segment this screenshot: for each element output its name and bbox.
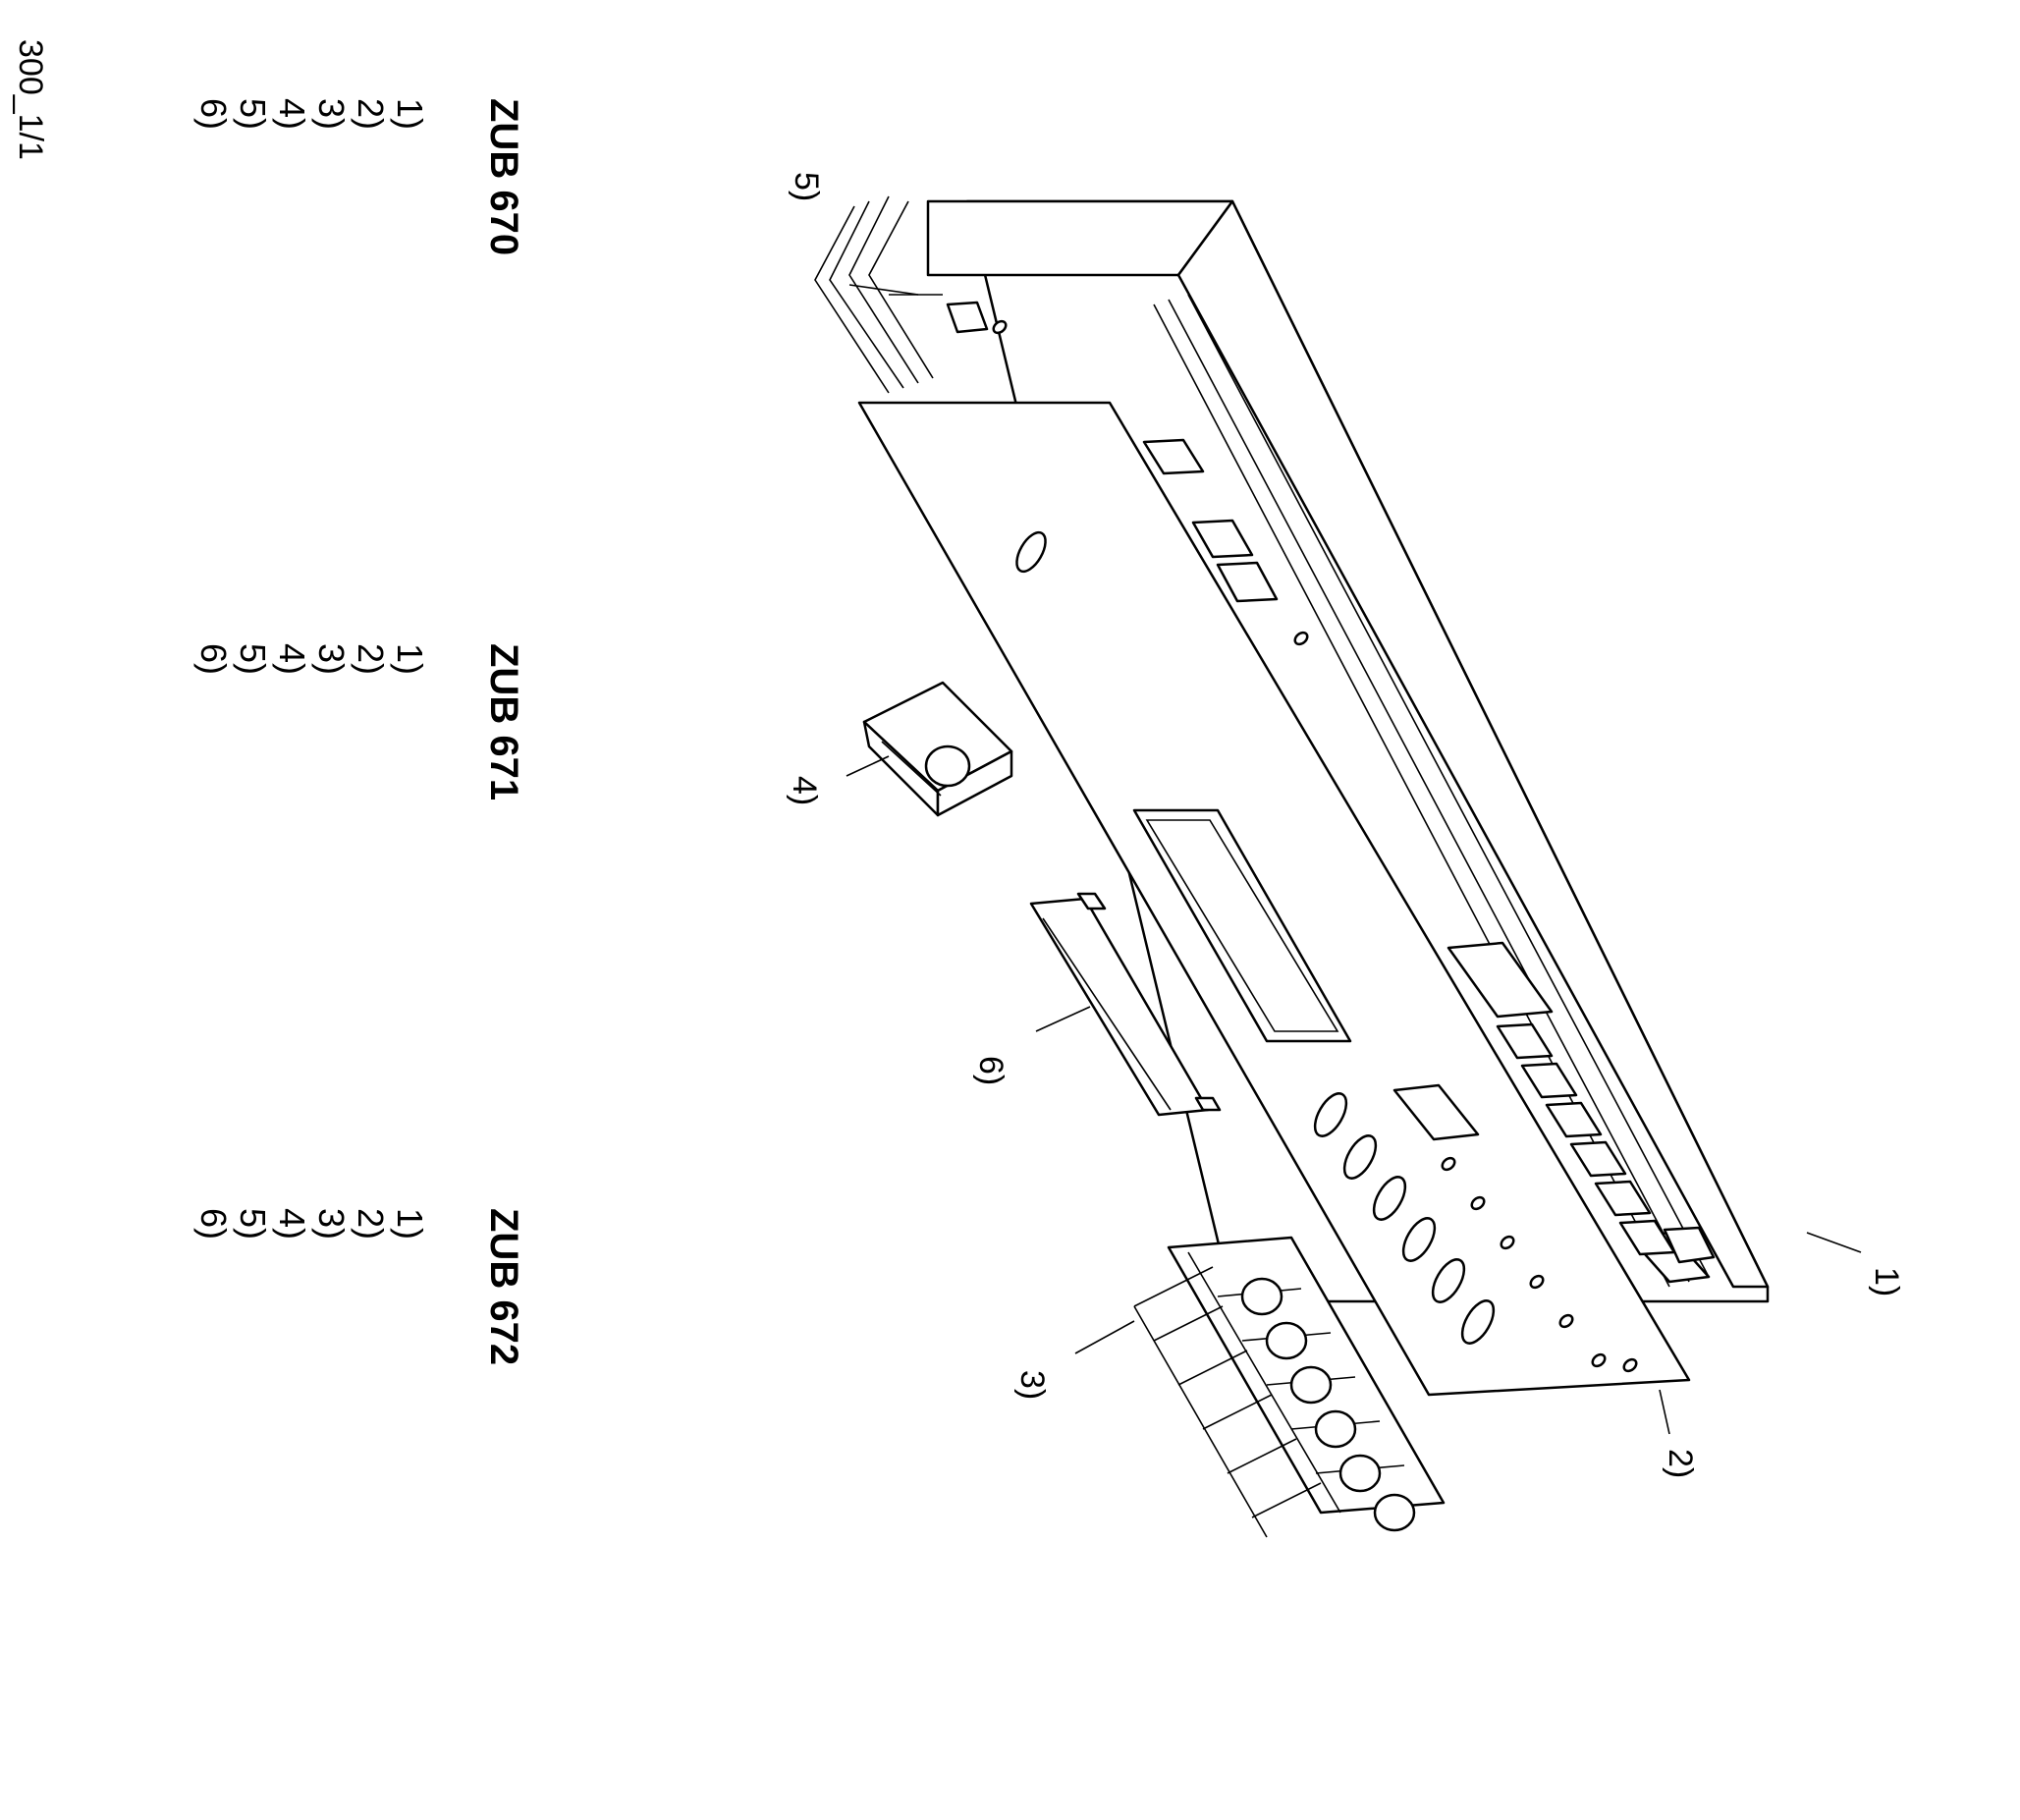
model-list-zub-671: ZUB 671 1) 2) 3) 4) 5) 6) <box>193 643 525 800</box>
callout-label-5: 5) <box>788 172 825 201</box>
list-item: 1) <box>390 643 430 675</box>
list-item: 5) <box>233 98 273 130</box>
callout-label-4: 4) <box>786 776 823 805</box>
list-item: 6) <box>193 643 234 675</box>
list-item: 2) <box>351 643 391 675</box>
callout-label-6: 6) <box>972 1056 1010 1085</box>
model-title: ZUB 672 <box>482 1208 525 1365</box>
list-item: 4) <box>272 643 312 675</box>
model-title: ZUB 670 <box>482 98 525 255</box>
callout-label-3: 3) <box>1013 1370 1051 1400</box>
part-5-plates <box>814 195 943 394</box>
list-item: 1) <box>390 98 430 130</box>
list-item: 3) <box>311 98 352 130</box>
part-2-panel <box>857 401 1691 1397</box>
model-title: ZUB 671 <box>482 643 525 800</box>
part-4-knob <box>862 681 1013 817</box>
list-item: 2) <box>351 98 391 130</box>
list-item: 5) <box>233 1208 273 1240</box>
callout-line-6 <box>1035 1006 1091 1032</box>
document-code: 300_1/1 <box>12 39 49 160</box>
callout-label-2: 2) <box>1662 1449 1699 1478</box>
callout-line-2 <box>1659 1389 1670 1435</box>
list-item: 5) <box>233 643 273 675</box>
model-list-zub-670: ZUB 670 1) 2) 3) 4) 5) 6) <box>193 98 525 255</box>
part-6-cover-strip <box>1029 892 1222 1117</box>
callout-line-4 <box>846 755 890 777</box>
list-item: 3) <box>311 643 352 675</box>
callout-line-3 <box>1074 1320 1135 1354</box>
list-item: 3) <box>311 1208 352 1240</box>
callout-label-1: 1) <box>1868 1267 1905 1296</box>
part-3-knob-strip <box>1133 1236 1446 1538</box>
list-item: 4) <box>272 1208 312 1240</box>
part-1-housing <box>926 199 1770 1303</box>
list-item: 6) <box>193 1208 234 1240</box>
callout-line-1 <box>1806 1232 1862 1253</box>
model-list-zub-672: ZUB 672 1) 2) 3) 4) 5) 6) <box>193 1208 525 1365</box>
list-item: 2) <box>351 1208 391 1240</box>
list-item: 6) <box>193 98 234 130</box>
list-item: 4) <box>272 98 312 130</box>
list-item: 1) <box>390 1208 430 1240</box>
